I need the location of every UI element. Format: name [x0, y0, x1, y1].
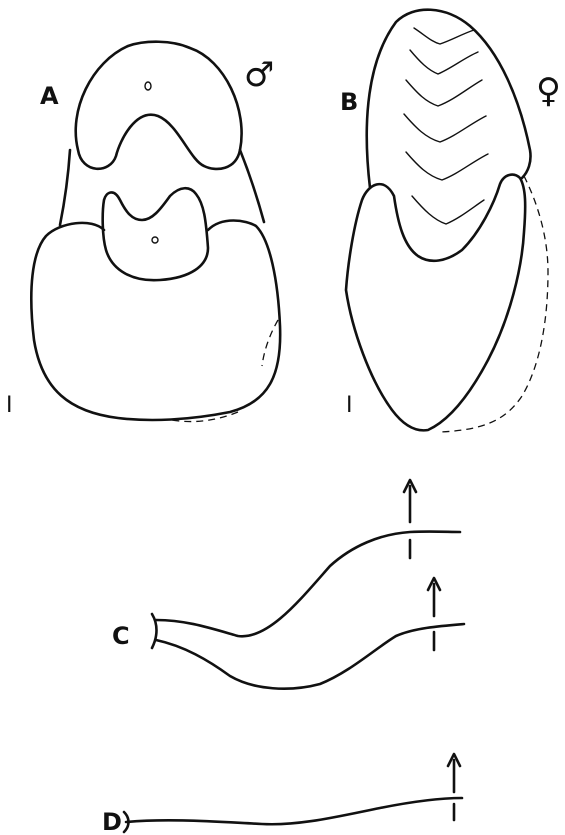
panel-c: C [112, 480, 464, 689]
panel-a-middle-right-wall [240, 150, 264, 222]
panel-c-lower-curve [156, 624, 464, 689]
panel-a: A ♂ I [6, 42, 280, 422]
panel-d-label: D [102, 808, 122, 835]
panel-b: B ♀ I [340, 10, 561, 432]
panel-b-outer-plate [367, 10, 531, 188]
panel-b-label: B [340, 88, 358, 116]
panel-d-curve [126, 798, 462, 824]
panel-b-chevron-5 [406, 152, 488, 180]
panel-a-upper-lobe [76, 42, 242, 169]
panel-a-pore-lower [152, 237, 158, 243]
panel-b-female-symbol: ♀ [536, 71, 561, 111]
panel-d: D [102, 754, 462, 835]
panel-c-label: C [112, 622, 130, 650]
panel-a-scale-mark: I [6, 393, 13, 418]
panel-b-chevron-1 [414, 28, 474, 44]
panel-a-male-symbol: ♂ [244, 55, 274, 95]
panel-a-middle-plate [103, 188, 208, 280]
panel-a-middle-left-wall [60, 150, 70, 225]
panel-a-dashed-outline [172, 320, 278, 422]
panel-b-chevron-2 [410, 50, 478, 74]
panel-b-scale-mark: I [346, 393, 353, 418]
panel-a-pore-upper [145, 82, 151, 90]
panel-a-label: A [40, 82, 59, 110]
panel-b-chevron-3 [406, 80, 482, 106]
panel-b-chevron-4 [404, 114, 486, 142]
panel-b-lower-plate [346, 175, 525, 431]
panel-c-upper-curve [156, 532, 460, 637]
panel-b-dashed-outline [440, 176, 548, 432]
panel-b-chevron-6 [412, 196, 484, 224]
panel-a-lower-shell [31, 221, 280, 421]
